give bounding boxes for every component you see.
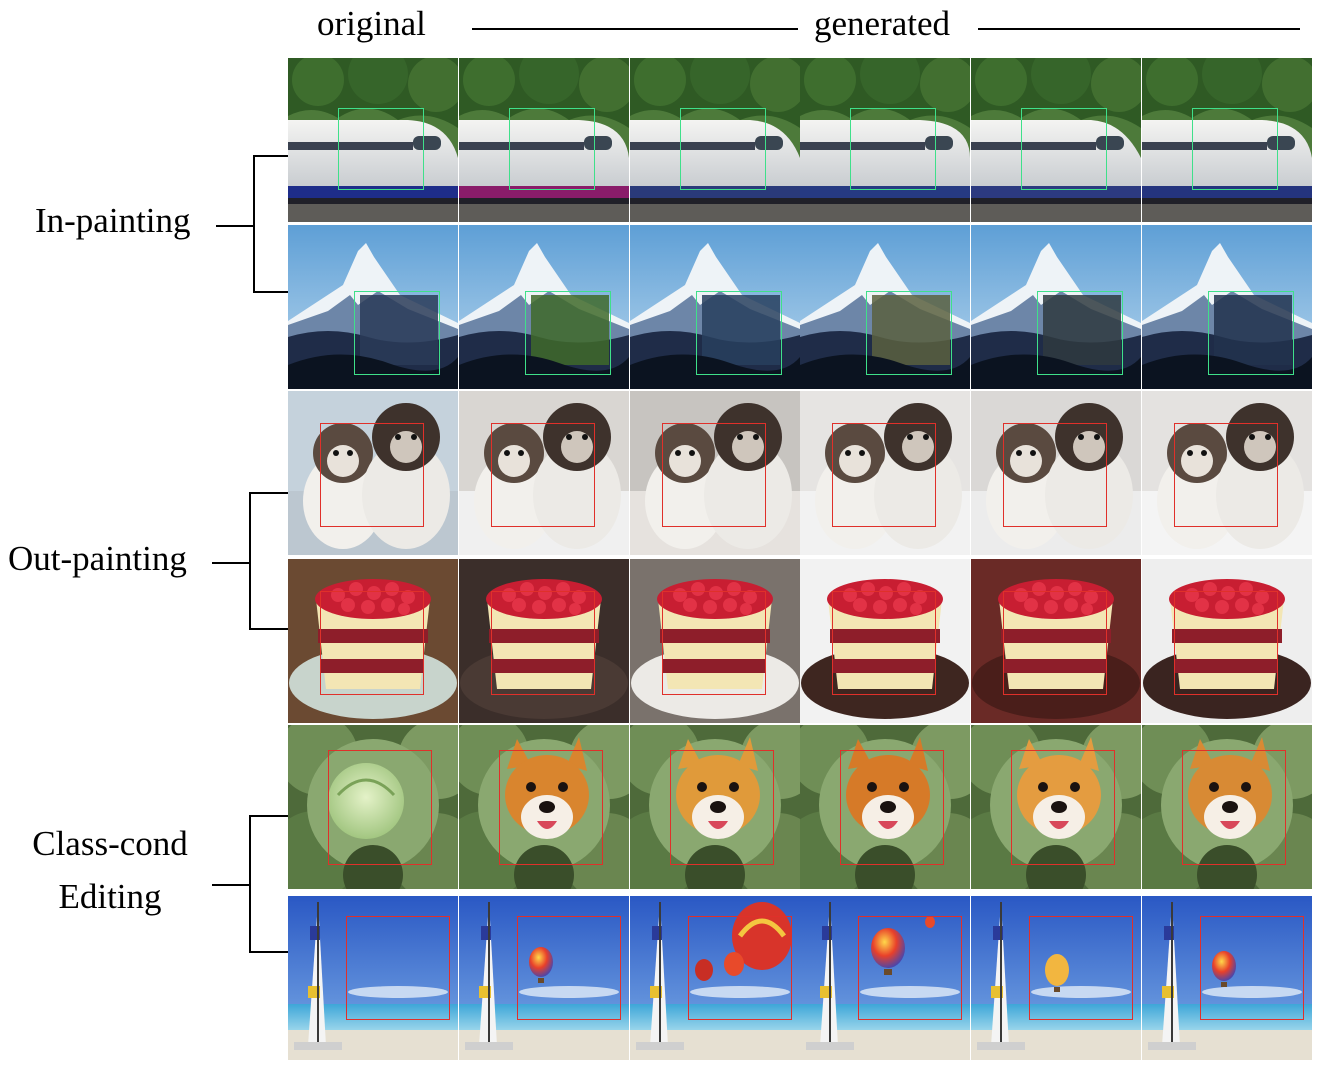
edit-region-box bbox=[670, 750, 774, 865]
generated-image-cake-1 bbox=[459, 559, 629, 723]
inpaint-region-box bbox=[354, 291, 440, 375]
generated-image-cake-5 bbox=[1142, 559, 1312, 723]
generated-image-train-5 bbox=[1142, 58, 1312, 222]
generated-image-dogs-1 bbox=[459, 391, 629, 555]
inpaint-region-box bbox=[850, 108, 936, 190]
generated-image-cake-2 bbox=[630, 559, 800, 723]
inpaint-region-box bbox=[866, 291, 952, 375]
bracket-stub-out-painting bbox=[212, 562, 250, 564]
generated-image-mountain-5 bbox=[1142, 225, 1312, 389]
row-label-in-painting: In-painting bbox=[35, 201, 191, 240]
generated-image-beach-balloon-2 bbox=[630, 896, 800, 1060]
row-label-class-cond-line1: Class-cond bbox=[32, 824, 188, 863]
edit-region-box bbox=[491, 423, 595, 527]
generated-image-cake-4 bbox=[971, 559, 1141, 723]
edit-region-box bbox=[1003, 423, 1107, 527]
edit-region-box bbox=[832, 423, 936, 527]
inpaint-region-box bbox=[1192, 108, 1278, 190]
original-image-train bbox=[288, 58, 458, 222]
generated-image-cake-3 bbox=[800, 559, 970, 723]
generated-image-cabbage-corgi-4 bbox=[971, 725, 1141, 889]
generated-image-cabbage-corgi-2 bbox=[630, 725, 800, 889]
edit-region-box bbox=[840, 750, 944, 865]
generated-image-beach-balloon-1 bbox=[459, 896, 629, 1060]
original-image-cake bbox=[288, 559, 458, 723]
generated-image-mountain-1 bbox=[459, 225, 629, 389]
generated-image-cabbage-corgi-1 bbox=[459, 725, 629, 889]
generated-image-beach-balloon-4 bbox=[971, 896, 1141, 1060]
inpaint-region-box bbox=[1021, 108, 1107, 190]
generated-image-dogs-3 bbox=[800, 391, 970, 555]
edit-region-box bbox=[688, 916, 792, 1020]
generated-image-train-2 bbox=[630, 58, 800, 222]
generated-column-header: generated bbox=[814, 4, 951, 43]
generated-image-mountain-2 bbox=[630, 225, 800, 389]
edit-region-box bbox=[1200, 916, 1304, 1020]
original-image-cabbage-corgi bbox=[288, 725, 458, 889]
edit-region-box bbox=[346, 916, 450, 1020]
row-label-class-cond-line2: Editing bbox=[58, 877, 162, 916]
inpaint-region-box bbox=[696, 291, 782, 375]
original-image-beach-balloon bbox=[288, 896, 458, 1060]
generated-image-train-4 bbox=[971, 58, 1141, 222]
inpaint-region-box bbox=[509, 108, 595, 190]
edit-region-box bbox=[328, 750, 432, 865]
generated-image-mountain-3 bbox=[800, 225, 970, 389]
edit-region-box bbox=[858, 916, 962, 1020]
inpaint-region-box bbox=[1208, 291, 1294, 375]
generated-image-train-3 bbox=[800, 58, 970, 222]
generated-image-mountain-4 bbox=[971, 225, 1141, 389]
edit-region-box bbox=[1174, 591, 1278, 695]
edit-region-box bbox=[320, 423, 424, 527]
generated-header-line-right bbox=[978, 28, 1300, 30]
edit-region-box bbox=[1029, 916, 1133, 1020]
edit-region-box bbox=[1182, 750, 1286, 865]
generated-image-dogs-4 bbox=[971, 391, 1141, 555]
edit-region-box bbox=[499, 750, 603, 865]
edit-region-box bbox=[832, 591, 936, 695]
original-column-header: original bbox=[317, 4, 426, 43]
bracket-stub-class-cond bbox=[212, 884, 250, 886]
generated-header-line-left bbox=[472, 28, 798, 30]
inpaint-region-box bbox=[338, 108, 424, 190]
generated-image-train-1 bbox=[459, 58, 629, 222]
bracket-stub-in-painting bbox=[216, 225, 254, 227]
edit-region-box bbox=[517, 916, 621, 1020]
inpaint-region-box bbox=[680, 108, 766, 190]
edit-region-box bbox=[662, 423, 766, 527]
generated-image-beach-balloon-3 bbox=[800, 896, 970, 1060]
edit-region-box bbox=[1174, 423, 1278, 527]
original-image-mountain bbox=[288, 225, 458, 389]
edit-region-box bbox=[1003, 591, 1107, 695]
generated-image-beach-balloon-5 bbox=[1142, 896, 1312, 1060]
bracket-in-painting bbox=[253, 155, 290, 293]
generated-image-cabbage-corgi-3 bbox=[800, 725, 970, 889]
edit-region-box bbox=[662, 591, 766, 695]
bracket-class-cond bbox=[249, 815, 290, 953]
generated-image-dogs-2 bbox=[630, 391, 800, 555]
generated-image-dogs-5 bbox=[1142, 391, 1312, 555]
edit-region-box bbox=[1011, 750, 1115, 865]
inpaint-region-box bbox=[525, 291, 611, 375]
generated-image-cabbage-corgi-5 bbox=[1142, 725, 1312, 889]
original-image-dogs bbox=[288, 391, 458, 555]
edit-region-box bbox=[491, 591, 595, 695]
row-label-out-painting: Out-painting bbox=[8, 539, 187, 578]
inpaint-region-box bbox=[1037, 291, 1123, 375]
bracket-out-painting bbox=[249, 492, 290, 630]
edit-region-box bbox=[320, 591, 424, 695]
